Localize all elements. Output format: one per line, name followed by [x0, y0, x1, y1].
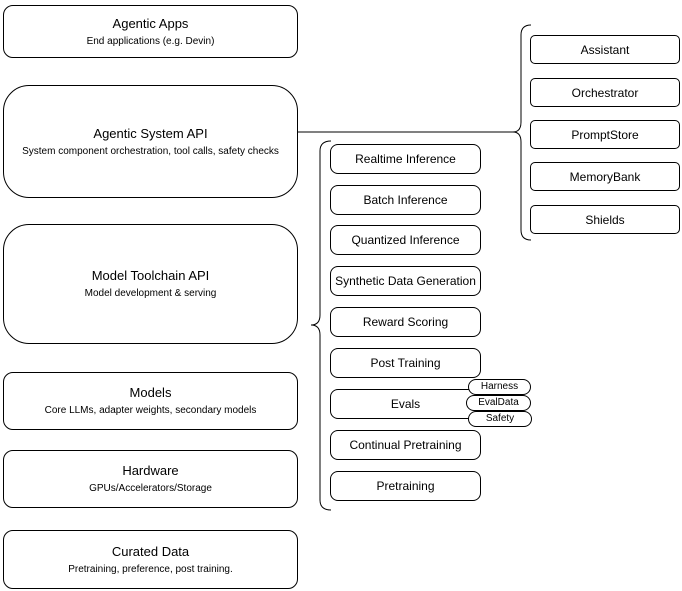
toolchain-item-label: Synthetic Data Generation [335, 274, 476, 288]
component-promptstore: PromptStore [530, 120, 680, 149]
component-assistant: Assistant [530, 35, 680, 64]
eval-tag-harness: Harness [468, 379, 531, 395]
eval-tag-safety: Safety [468, 411, 532, 427]
box-hardware: Hardware GPUs/Accelerators/Storage [3, 450, 298, 508]
eval-tag-evaldata: EvalData [466, 395, 531, 411]
component-label: PromptStore [571, 127, 639, 142]
box-title: Hardware [122, 463, 179, 478]
box-curated-data: Curated Data Pretraining, preference, po… [3, 530, 298, 589]
box-subtitle: GPUs/Accelerators/Storage [89, 483, 212, 494]
component-memorybank: MemoryBank [530, 162, 680, 191]
toolchain-item-realtime-inference: Realtime Inference [330, 144, 481, 174]
toolchain-item-synthetic-data-generation: Synthetic Data Generation [330, 266, 481, 296]
box-model-toolchain-api: Model Toolchain API Model development & … [3, 224, 298, 344]
eval-tag-label: EvalData [478, 397, 519, 408]
box-subtitle: Core LLMs, adapter weights, secondary mo… [44, 405, 257, 416]
toolchain-item-batch-inference: Batch Inference [330, 185, 481, 215]
box-title: Curated Data [111, 543, 190, 559]
toolchain-item-pretraining: Pretraining [330, 471, 481, 501]
toolchain-item-continual-pretraining: Continual Pretraining [330, 430, 481, 460]
box-title: Agentic System API [93, 125, 208, 141]
toolchain-item-label: Reward Scoring [362, 315, 449, 329]
box-agentic-apps: Agentic Apps End applications (e.g. Devi… [3, 5, 298, 58]
toolchain-item-evals: Evals [330, 389, 481, 419]
components-group-brace [512, 24, 532, 241]
toolchain-item-reward-scoring: Reward Scoring [330, 307, 481, 337]
toolchain-item-post-training: Post Training [330, 348, 481, 378]
toolchain-item-label: Realtime Inference [355, 152, 456, 166]
toolchain-item-label: Evals [390, 397, 421, 411]
component-orchestrator: Orchestrator [530, 78, 680, 107]
component-label: Orchestrator [571, 85, 639, 100]
component-label: MemoryBank [569, 169, 641, 184]
component-label: Shields [585, 212, 625, 227]
toolchain-group-brace [310, 140, 332, 511]
toolchain-item-label: Post Training [370, 356, 441, 370]
component-shields: Shields [530, 205, 680, 234]
toolchain-item-quantized-inference: Quantized Inference [330, 225, 481, 255]
box-subtitle: System component orchestration, tool cal… [22, 145, 279, 157]
box-models: Models Core LLMs, adapter weights, secon… [3, 372, 298, 430]
toolchain-item-label: Batch Inference [363, 193, 448, 207]
box-title: Models [129, 385, 172, 400]
box-agentic-system-api: Agentic System API System component orch… [3, 85, 298, 198]
eval-tag-label: Safety [485, 413, 515, 424]
box-title: Model Toolchain API [91, 268, 210, 283]
toolchain-item-label: Quantized Inference [351, 233, 460, 247]
box-subtitle: Pretraining, preference, post training. [68, 563, 233, 575]
eval-tag-label: Harness [480, 381, 519, 392]
box-subtitle: End applications (e.g. Devin) [86, 35, 215, 47]
box-title: Agentic Apps [112, 15, 189, 31]
component-label: Assistant [580, 42, 630, 57]
toolchain-item-label: Continual Pretraining [349, 438, 462, 452]
toolchain-item-label: Pretraining [376, 479, 435, 493]
box-subtitle: Model development & serving [84, 288, 217, 299]
